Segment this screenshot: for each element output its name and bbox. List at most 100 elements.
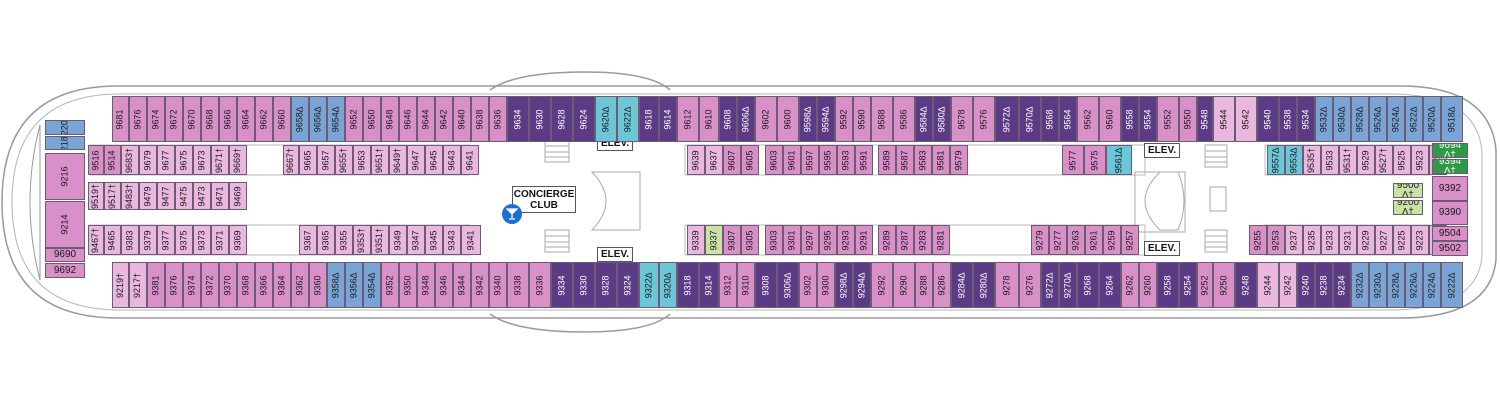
cabin-9500[interactable]: 9500 ∆† xyxy=(1393,183,1423,198)
cabin-9353[interactable]: 9353† xyxy=(353,225,371,255)
cabin-9232[interactable]: 9232∆ xyxy=(1351,262,1369,308)
cabin-9344[interactable]: 9344 xyxy=(453,262,471,308)
cabin-9248[interactable]: 9248 xyxy=(1235,262,1257,308)
cabin-9467[interactable]: 9467† xyxy=(88,225,104,255)
cabin-9342[interactable]: 9342 xyxy=(471,262,489,308)
cabin-9268[interactable]: 9268 xyxy=(1077,262,1099,308)
cabin-9644[interactable]: 9644 xyxy=(417,96,435,142)
cabin-9477[interactable]: 9477 xyxy=(157,182,175,210)
cabin-9647[interactable]: 9647 xyxy=(407,145,425,175)
cabin-9531[interactable]: 9531† xyxy=(1339,145,1357,175)
cabin-9662[interactable]: 9662 xyxy=(255,96,273,142)
cabin-9365[interactable]: 9365 xyxy=(317,225,335,255)
cabin-9523[interactable]: 9523 xyxy=(1411,145,1429,175)
cabin-9292[interactable]: 9292 xyxy=(871,262,893,308)
cabin-9372[interactable]: 9372 xyxy=(201,262,219,308)
cabin-9640[interactable]: 9640 xyxy=(453,96,471,142)
cabin-9303[interactable]: 9303 xyxy=(765,225,783,255)
cabin-9312[interactable]: 9312 xyxy=(719,262,737,308)
cabin-9618[interactable]: 9618 xyxy=(639,96,659,142)
cabin-9681[interactable]: 9681 xyxy=(112,96,129,142)
cabin-9603[interactable]: 9603 xyxy=(765,145,783,175)
cabin-9314[interactable]: 9314 xyxy=(699,262,719,308)
cabin-9610[interactable]: 9610 xyxy=(699,96,719,142)
cabin-9360[interactable]: 9360 xyxy=(309,262,327,308)
cabin-9281[interactable]: 9281 xyxy=(932,225,950,255)
cabin-9252[interactable]: 9252 xyxy=(1197,262,1213,308)
cabin-9577[interactable]: 9577 xyxy=(1062,145,1084,175)
cabin-9605[interactable]: 9605 xyxy=(741,145,759,175)
cabin-9576[interactable]: 9576 xyxy=(973,96,995,142)
cabin-9638[interactable]: 9638 xyxy=(471,96,489,142)
cabin-9306[interactable]: 9306∆ xyxy=(777,262,799,308)
cabin-9220[interactable]: 9220∆ xyxy=(45,120,85,135)
cabin-9557[interactable]: 9557∆ xyxy=(1267,145,1285,175)
cabin-9692[interactable]: 9692 xyxy=(45,263,85,278)
cabin-9235[interactable]: 9235 xyxy=(1303,225,1321,255)
cabin-9535[interactable]: 9535† xyxy=(1303,145,1321,175)
cabin-9575[interactable]: 9575 xyxy=(1084,145,1106,175)
cabin-9516[interactable]: 9516 xyxy=(88,145,104,175)
cabin-9475[interactable]: 9475 xyxy=(175,182,193,210)
cabin-9502[interactable]: 9502 xyxy=(1432,241,1468,256)
cabin-9350[interactable]: 9350 xyxy=(399,262,417,308)
cabin-9307[interactable]: 9307 xyxy=(723,225,741,255)
cabin-9683[interactable]: 9683† xyxy=(121,145,139,175)
cabin-9612[interactable]: 9612 xyxy=(677,96,699,142)
cabin-9255[interactable]: 9255 xyxy=(1249,225,1267,255)
cabin-9597[interactable]: 9597 xyxy=(801,145,819,175)
cabin-9590[interactable]: 9590 xyxy=(853,96,871,142)
cabin-9665[interactable]: 9665 xyxy=(299,145,317,175)
cabin-9377[interactable]: 9377 xyxy=(157,225,175,255)
cabin-9522[interactable]: 9522∆ xyxy=(1405,96,1423,142)
cabin-9473[interactable]: 9473 xyxy=(193,182,211,210)
cabin-9643[interactable]: 9643 xyxy=(443,145,461,175)
cabin-9679[interactable]: 9679 xyxy=(139,145,157,175)
cabin-9600[interactable]: 9600 xyxy=(777,96,799,142)
cabin-9471[interactable]: 9471 xyxy=(211,182,229,210)
cabin-9263[interactable]: 9263 xyxy=(1067,225,1085,255)
cabin-9381[interactable]: 9381 xyxy=(147,262,165,308)
cabin-9293[interactable]: 9293 xyxy=(837,225,855,255)
cabin-9300[interactable]: 9300 xyxy=(817,262,835,308)
cabin-9376[interactable]: 9376 xyxy=(165,262,183,308)
cabin-9519[interactable]: 9519† xyxy=(88,182,104,210)
cabin-9533[interactable]: 9533 xyxy=(1321,145,1339,175)
cabin-9540[interactable]: 9540 xyxy=(1257,96,1279,142)
cabin-9637[interactable]: 9637 xyxy=(705,145,723,175)
cabin-9584[interactable]: 9584∆ xyxy=(915,96,933,142)
cabin-9310[interactable]: 9310 xyxy=(737,262,755,308)
cabin-9371[interactable]: 9371 xyxy=(211,225,229,255)
cabin-9552[interactable]: 9552 xyxy=(1157,96,1179,142)
cabin-9595[interactable]: 9595 xyxy=(819,145,837,175)
cabin-9336[interactable]: 9336 xyxy=(529,262,551,308)
cabin-9622[interactable]: 9622∆ xyxy=(617,96,639,142)
cabin-9583[interactable]: 9583 xyxy=(914,145,932,175)
cabin-9534[interactable]: 9534 xyxy=(1297,96,1315,142)
cabin-9588[interactable]: 9588 xyxy=(871,96,893,142)
cabin-9354[interactable]: 9354∆ xyxy=(363,262,381,308)
cabin-9694[interactable]: 9694 ∆† xyxy=(1432,143,1468,158)
cabin-9394[interactable]: 9394 ∆† xyxy=(1432,159,1468,174)
cabin-9287[interactable]: 9287 xyxy=(896,225,914,255)
cabin-9525[interactable]: 9525 xyxy=(1393,145,1411,175)
cabin-9518[interactable]: 9518∆ xyxy=(1441,96,1463,142)
cabin-9517[interactable]: 9517† xyxy=(104,182,121,210)
cabin-9288[interactable]: 9288 xyxy=(915,262,933,308)
cabin-9578[interactable]: 9578 xyxy=(951,96,973,142)
cabin-9598[interactable]: 9598∆ xyxy=(799,96,817,142)
cabin-9620[interactable]: 9620∆ xyxy=(595,96,617,142)
cabin-9649[interactable]: 9649† xyxy=(389,145,407,175)
cabin-9669[interactable]: 9669† xyxy=(229,145,247,175)
cabin-9483[interactable]: 9483† xyxy=(121,182,139,210)
cabin-9339[interactable]: 9339 xyxy=(687,225,705,255)
cabin-9675[interactable]: 9675 xyxy=(175,145,193,175)
cabin-9390[interactable]: 9390 xyxy=(1432,201,1468,225)
cabin-9347[interactable]: 9347 xyxy=(407,225,425,255)
cabin-9277[interactable]: 9277 xyxy=(1049,225,1067,255)
cabin-9225[interactable]: 9225 xyxy=(1393,225,1411,255)
cabin-9261[interactable]: 9261 xyxy=(1085,225,1103,255)
cabin-9592[interactable]: 9592 xyxy=(835,96,853,142)
cabin-9579[interactable]: 9579 xyxy=(950,145,968,175)
cabin-9673[interactable]: 9673 xyxy=(193,145,211,175)
